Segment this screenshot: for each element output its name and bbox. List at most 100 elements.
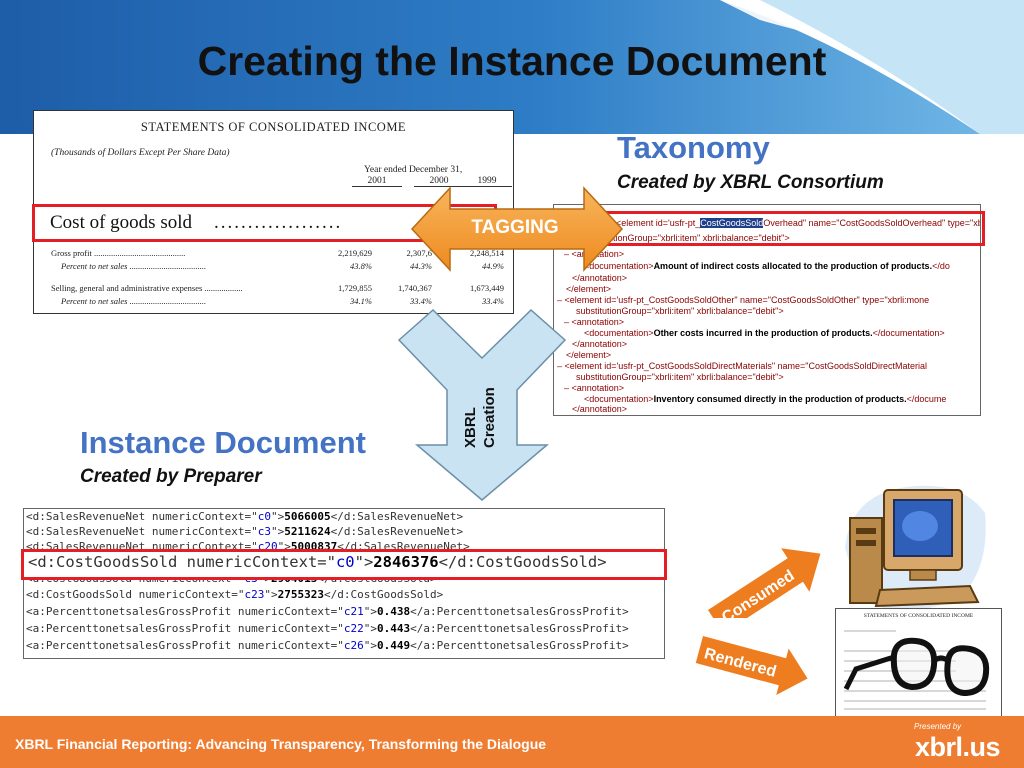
context-id: c22	[343, 622, 364, 635]
row-value: 2,219,629	[338, 248, 372, 258]
xml-tag: ">	[363, 639, 378, 652]
xml-text: </element>	[566, 350, 612, 360]
xml-text: – <element id='usfr-pt_CostGoodsSoldDire…	[557, 361, 928, 371]
slide-title: Creating the Instance Document	[197, 38, 827, 84]
xml-tag: <d:CostGoodsSold numericContext="	[26, 588, 245, 601]
xml-text: <element id='usfr-pt_	[616, 218, 701, 228]
row-value: 33.4%	[482, 296, 504, 306]
context-id: c26	[343, 639, 364, 652]
instance-xml-line: <d:CostGoodsSold numericContext="c23">27…	[26, 588, 443, 602]
xml-text: substitutionGroup="xbrli:item" xbrli:bal…	[576, 372, 784, 382]
row-label: Percent to net sales ...................…	[61, 261, 207, 271]
xml-tag: ">	[271, 525, 285, 538]
xbrl-us-logo: xbrl.us	[915, 732, 1001, 762]
instance-xml-panel: <d:SalesRevenueNet numericContext="c0">5…	[23, 508, 665, 659]
fact-value: 2846376	[373, 553, 439, 571]
xml-tag: </d:SalesRevenueNet>	[330, 510, 464, 523]
year-1999: 1999	[462, 176, 512, 187]
xml-text: substitutionGroup="xbrli:item" xbrli:bal…	[582, 233, 790, 243]
context-id: c0	[335, 553, 355, 571]
row-value: 1,740,367	[398, 283, 432, 293]
xml-text: </annotation>	[572, 339, 628, 349]
thumbnail-title: STATEMENTS OF CONSOLIDATED INCOME	[863, 613, 974, 619]
instance-xml-line: <a:PercenttonetsalesGrossProfit numericC…	[26, 622, 629, 636]
xml-tag: </a:PercenttonetsalesGrossProfit>	[410, 622, 629, 635]
fact-value: 0.443	[377, 622, 411, 635]
xbrl-creation-arrow	[397, 308, 567, 501]
row-value: 44.9%	[482, 261, 504, 271]
xml-text: – <annotation>	[564, 317, 625, 327]
highlighted-element-name: CostGoodsSold	[700, 218, 764, 228]
xml-tag: </a:PercenttonetsalesGrossProfit>	[410, 639, 629, 652]
instance-xml-line: <a:PercenttonetsalesGrossProfit numericC…	[26, 639, 629, 653]
xbrl-creation-label: XBRL Creation	[462, 387, 498, 448]
fact-value: 5066005	[284, 510, 331, 523]
fact-value: 2755323	[277, 588, 325, 601]
xml-tag: ">	[264, 588, 278, 601]
leader-dots: ...................	[214, 212, 343, 233]
fact-value: 0.449	[377, 639, 411, 652]
xml-text: – <annotation>	[564, 383, 625, 393]
context-id: c23	[244, 588, 265, 601]
xml-text: Overhead" name="CostGoodsSoldOverhead" t…	[763, 218, 981, 228]
cost-of-goods-sold-label: Cost of goods sold	[50, 212, 192, 233]
rendered-arrow: Rendered	[695, 636, 808, 695]
row-value: 44.3%	[410, 261, 432, 271]
xbrl-creation-line2: Creation	[481, 387, 498, 448]
xml-tag: ">	[271, 510, 285, 523]
xml-tag: </d:CostGoodsSold>	[438, 553, 607, 571]
tagging-double-arrow	[410, 186, 624, 272]
row-value: 1,673,449	[470, 283, 504, 293]
xml-tag: ">	[354, 553, 374, 571]
xbrl-creation-line1: XBRL	[462, 407, 479, 448]
context-id: c21	[343, 605, 364, 618]
xml-tag: <d:SalesRevenueNet numericContext="	[26, 525, 258, 538]
xml-text: </annotation>	[572, 273, 628, 283]
taxonomy-subtitle: Created by XBRL Consortium	[617, 172, 884, 193]
year-header: Year ended December 31,	[364, 165, 463, 175]
row-value: 33.4%	[410, 296, 432, 306]
documentation-text: Inventory consumed directly in the produ…	[653, 394, 907, 404]
instance-document-title: Instance Document	[80, 425, 366, 460]
row-value: 43.8%	[350, 261, 372, 271]
row-value: 34.1%	[350, 296, 372, 306]
xml-tag: </d:CostGoodsSold>	[324, 588, 444, 601]
xml-tag: <a:PercenttonetsalesGrossProfit numericC…	[26, 605, 344, 618]
xml-text: </element>	[566, 284, 612, 294]
xml-tag: <d:SalesRevenueNet numericContext="	[26, 510, 258, 523]
highlighted-cost-of-goods-sold-line: <d:CostGoodsSold numericContext="c0">284…	[28, 553, 607, 571]
row-label: Gross profit ...........................…	[51, 248, 186, 258]
xml-tag: </a:PercenttonetsalesGrossProfit>	[410, 605, 629, 618]
instance-xml-line: <d:SalesRevenueNet numericContext="c3">5…	[26, 525, 463, 539]
xml-tag: <a:PercenttonetsalesGrossProfit numericC…	[26, 622, 344, 635]
statement-title: STATEMENTS OF CONSOLIDATED INCOME	[140, 120, 407, 134]
xml-tag: <d:CostGoodsSold numericContext="	[28, 553, 336, 571]
year-2000: 2000	[414, 176, 464, 187]
tagging-label: TAGGING	[471, 217, 559, 238]
context-id: c0	[257, 510, 272, 523]
xml-tag: ">	[363, 622, 378, 635]
rendered-statement-thumbnail: STATEMENTS OF CONSOLIDATED INCOME	[835, 608, 1002, 728]
xml-tag: ">	[363, 605, 378, 618]
xml-text: – <element id='usfr-pt_CostGoodsSoldOthe…	[557, 295, 930, 305]
year-2001: 2001	[352, 176, 402, 187]
documentation-text: Other costs incurred in the production o…	[653, 328, 873, 338]
row-value: 2,248,514	[470, 248, 504, 258]
consumed-arrow: Consumed	[708, 548, 821, 618]
eyeglasses-icon	[843, 637, 990, 697]
row-label: Selling, general and administrative expe…	[51, 283, 243, 293]
instance-document-subtitle: Created by Preparer	[80, 466, 262, 487]
presented-by: Presented by	[914, 722, 962, 731]
taxonomy-title: Taxonomy	[617, 130, 770, 165]
xml-text: substitutionGroup="xbrli:item" xbrli:bal…	[576, 306, 784, 316]
xml-text: </annotation>	[572, 404, 628, 414]
header-background	[0, 0, 1024, 140]
instance-xml-line: <a:PercenttonetsalesGrossProfit numericC…	[26, 605, 629, 619]
instance-xml-line: <d:SalesRevenueNet numericContext="c0">5…	[26, 510, 463, 524]
context-id: c3	[257, 525, 272, 538]
row-label: Percent to net sales ...................…	[61, 296, 207, 306]
footer-tagline: XBRL Financial Reporting: Advancing Tran…	[15, 736, 547, 752]
row-value: 1,729,855	[338, 283, 372, 293]
xml-tag: <a:PercenttonetsalesGrossProfit numericC…	[26, 639, 344, 652]
documentation-text: Amount of indirect costs allocated to th…	[653, 261, 933, 271]
